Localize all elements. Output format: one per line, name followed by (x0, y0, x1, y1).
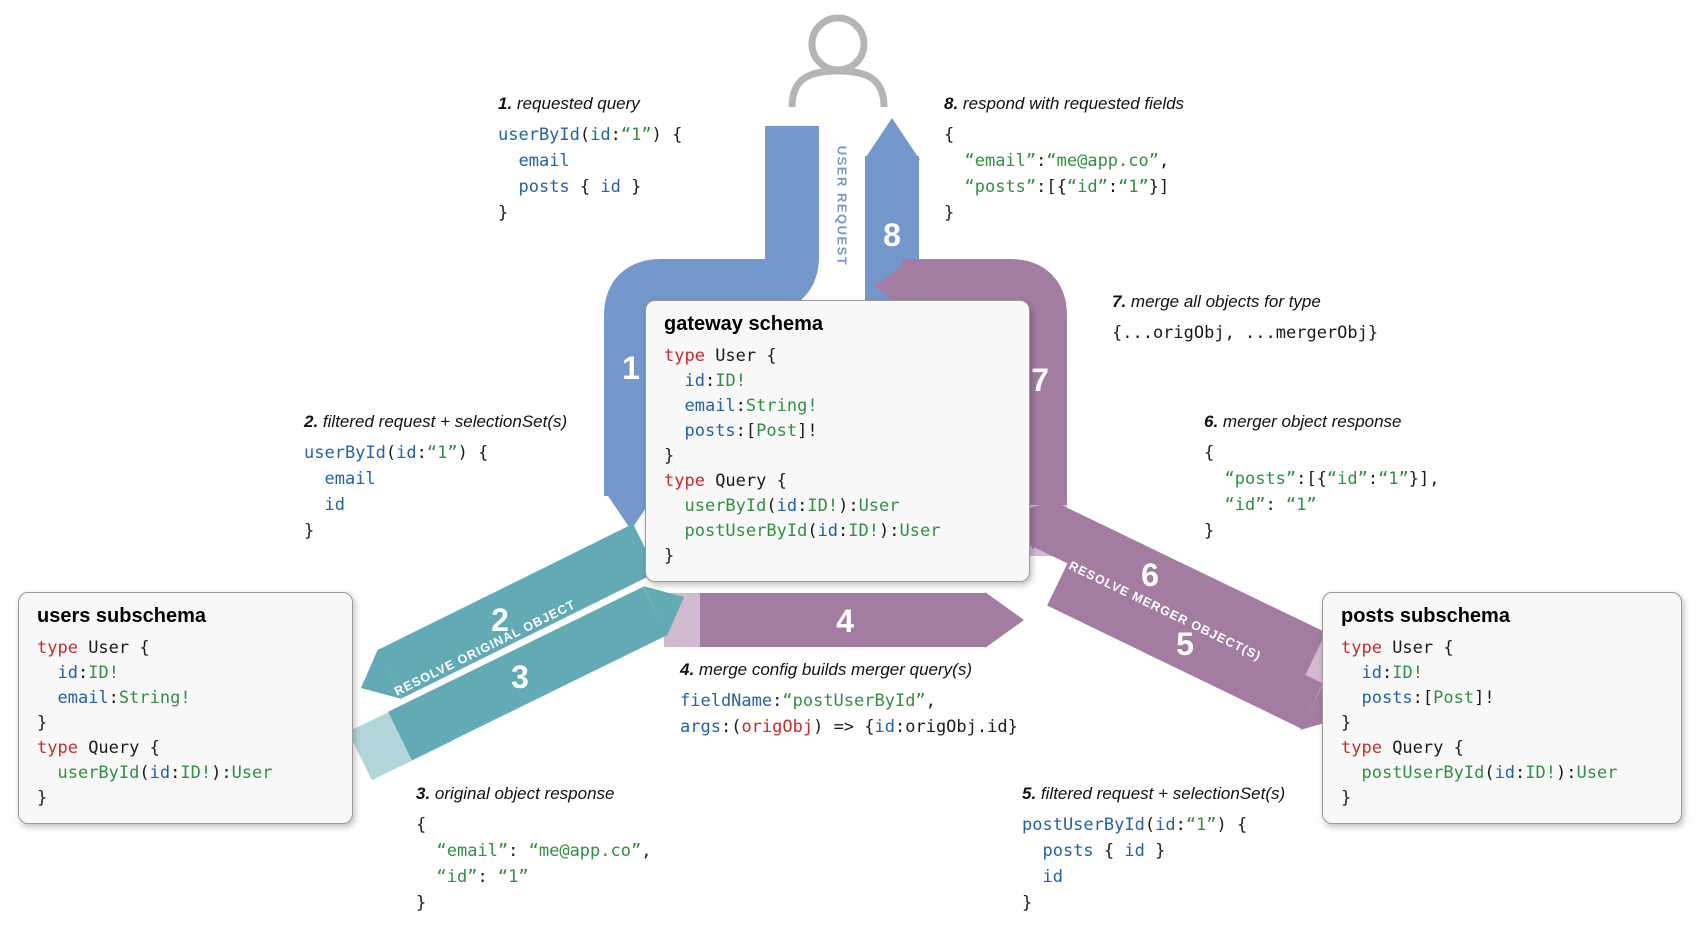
user-request-label: USER REQUEST (835, 146, 850, 267)
annotation-7-header: 7. merge all objects for type (1112, 292, 1378, 312)
annotation-2-code: userById(id:“1”) { email id} (304, 443, 489, 541)
annotation-8-header: 8. respond with requested fields (944, 94, 1184, 114)
user-icon-head (808, 14, 868, 74)
user-icon-shoulders (788, 67, 888, 108)
posts-subschema-box: posts subschema type User { id:ID! posts… (1322, 592, 1682, 824)
arrow-step2 (361, 649, 402, 699)
ribbon-step2-filtered-request (378, 523, 657, 699)
annotation-5-code: postUserById(id:“1”) { posts { id } id} (1022, 815, 1248, 913)
annotation-2-filtered-request: 2. filtered request + selectionSet(s) us… (304, 412, 567, 544)
gateway-schema-title: gateway schema (664, 313, 823, 335)
user-request-strip (819, 112, 865, 300)
ribbon-step1-user-request (604, 126, 819, 496)
annotation-7-merge-all: 7. merge all objects for type {...origOb… (1112, 292, 1378, 346)
annotation-1-title: requested query (516, 94, 640, 113)
annotation-5-number: 5. (1022, 784, 1037, 803)
posts-subschema-title: posts subschema (1341, 605, 1510, 627)
annotation-3-header: 3. original object response (416, 784, 651, 804)
arrow-step8 (864, 118, 920, 160)
arrow-step3 (643, 586, 684, 636)
annotation-8-number: 8. (944, 94, 959, 113)
gateway-schema-code: type User { id:ID! email:String! posts:[… (664, 346, 941, 566)
annotation-8-title: respond with requested fields (962, 94, 1185, 113)
annotation-8-code: { “email”:“me@app.co”, “posts”:[{“id”:“1… (944, 125, 1170, 223)
annotation-6-code: { “posts”:[{“id”:“1”}], “id”: “1”} (1204, 443, 1440, 541)
step-number-7: 7 (1031, 362, 1049, 398)
user-icon (788, 14, 888, 108)
annotation-7-title: merge all objects for type (1130, 292, 1321, 311)
step-number-6: 6 (1141, 557, 1159, 593)
arrow-step1 (604, 490, 658, 530)
annotation-2-title: filtered request + selectionSet(s) (322, 412, 568, 431)
users-subschema-box: users subschema type User { id:ID! email… (18, 592, 353, 824)
ribbon-step7-merge-up (902, 259, 1067, 505)
annotation-5-title: filtered request + selectionSet(s) (1040, 784, 1286, 803)
step-number-4: 4 (836, 603, 854, 639)
step-number-3: 3 (511, 659, 529, 695)
annotation-6-merger-response: 6. merger object response { “posts”:[{“i… (1204, 412, 1440, 544)
step-number-1: 1 (622, 350, 640, 386)
posts-subschema-code: type User { id:ID! posts:[Post]!}type Qu… (1341, 638, 1618, 808)
annotation-4-merge-config: 4. merge config builds merger query(s) f… (680, 660, 1018, 740)
annotation-4-header: 4. merge config builds merger query(s) (680, 660, 1018, 680)
annotation-5-header: 5. filtered request + selectionSet(s) (1022, 784, 1285, 804)
annotation-4-title: merge config builds merger query(s) (698, 660, 972, 679)
gateway-schema-box: gateway schema type User { id:ID! email:… (645, 300, 1030, 582)
annotation-1-code: userById(id:“1”) { email posts { id }} (498, 125, 683, 223)
step-number-5: 5 (1176, 626, 1194, 662)
annotation-6-title: merger object response (1222, 412, 1402, 431)
step-number-8: 8 (883, 217, 901, 253)
annotation-7-code: {...origObj, ...mergerObj} (1112, 323, 1379, 343)
annotation-7-number: 7. (1112, 292, 1127, 311)
annotation-2-number: 2. (304, 412, 319, 431)
annotation-3-code: { “email”: “me@app.co”, “id”: “1”} (416, 815, 652, 913)
annotation-1-requested-query: 1. requested query userById(id:“1”) { em… (498, 94, 682, 226)
annotation-1-header: 1. requested query (498, 94, 682, 114)
annotation-4-number: 4. (680, 660, 695, 679)
ribbon-step6-merger-response (1024, 497, 1326, 678)
users-subschema-title: users subschema (37, 605, 206, 627)
annotation-6-number: 6. (1204, 412, 1219, 431)
step-number-2: 2 (491, 602, 509, 638)
annotation-4-code: fieldName:“postUserById”,args:(origObj) … (680, 691, 1018, 737)
users-subschema-code: type User { id:ID! email:String!}type Qu… (37, 638, 273, 808)
annotation-5-filtered-request: 5. filtered request + selectionSet(s) po… (1022, 784, 1285, 916)
arrow-step4 (985, 592, 1024, 648)
annotation-2-header: 2. filtered request + selectionSet(s) (304, 412, 567, 432)
annotation-3-title: original object response (434, 784, 615, 803)
annotation-1-number: 1. (498, 94, 513, 113)
annotation-8-respond: 8. respond with requested fields { “emai… (944, 94, 1184, 226)
ribbon-step3-original-response (388, 586, 667, 761)
annotation-3-original-response: 3. original object response { “email”: “… (416, 784, 651, 916)
annotation-6-header: 6. merger object response (1204, 412, 1440, 432)
annotation-3-number: 3. (416, 784, 431, 803)
ribbon-step5-filtered-request (1047, 560, 1323, 729)
